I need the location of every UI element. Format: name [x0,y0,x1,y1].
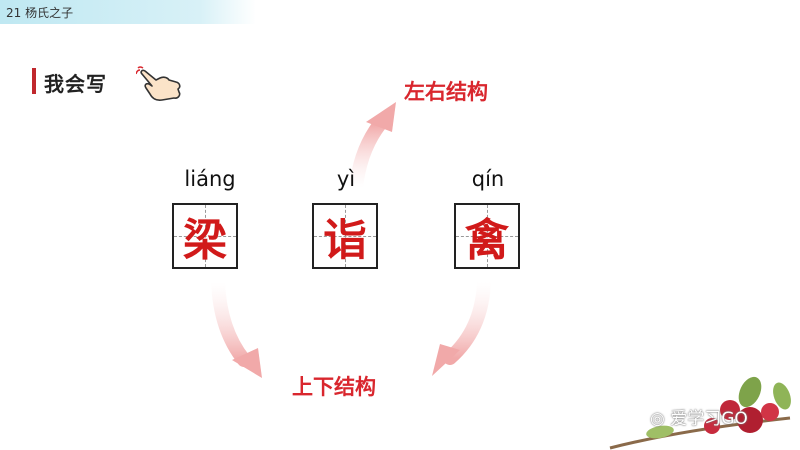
character-qin: 禽 [465,215,509,266]
pointing-hand-icon [136,66,181,101]
pinyin-yi: yì [336,167,356,191]
label-left-right: 左右结构 [404,80,488,104]
tianzige-box-qin: 禽 [454,203,520,269]
section-title: 我会写 [44,72,107,96]
label-top-bottom: 上下结构 [292,375,376,399]
watermark-text: 爱学习GO [670,409,748,429]
arrow-to-top-bottom-left [211,275,262,378]
character-liang: 梁 [183,215,227,266]
berry-branch-decoration [609,376,791,450]
wechat-icon: ◎ [650,409,665,429]
watermark: ◎ 爱学习GO [650,404,748,429]
pinyin-liang: liáng [184,167,236,191]
arrow-to-top-bottom-right [432,275,491,376]
tianzige-box-yi: 诣 [312,203,378,269]
character-yi: 诣 [323,215,367,266]
pinyin-qin: qín [471,167,505,191]
tianzige-box-liang: 梁 [172,203,238,269]
section-marker [32,68,36,94]
arrow-to-left-right [349,102,396,195]
header-bar: 21 杨氏之子 [0,0,800,24]
lesson-title: 21 杨氏之子 [6,6,74,20]
